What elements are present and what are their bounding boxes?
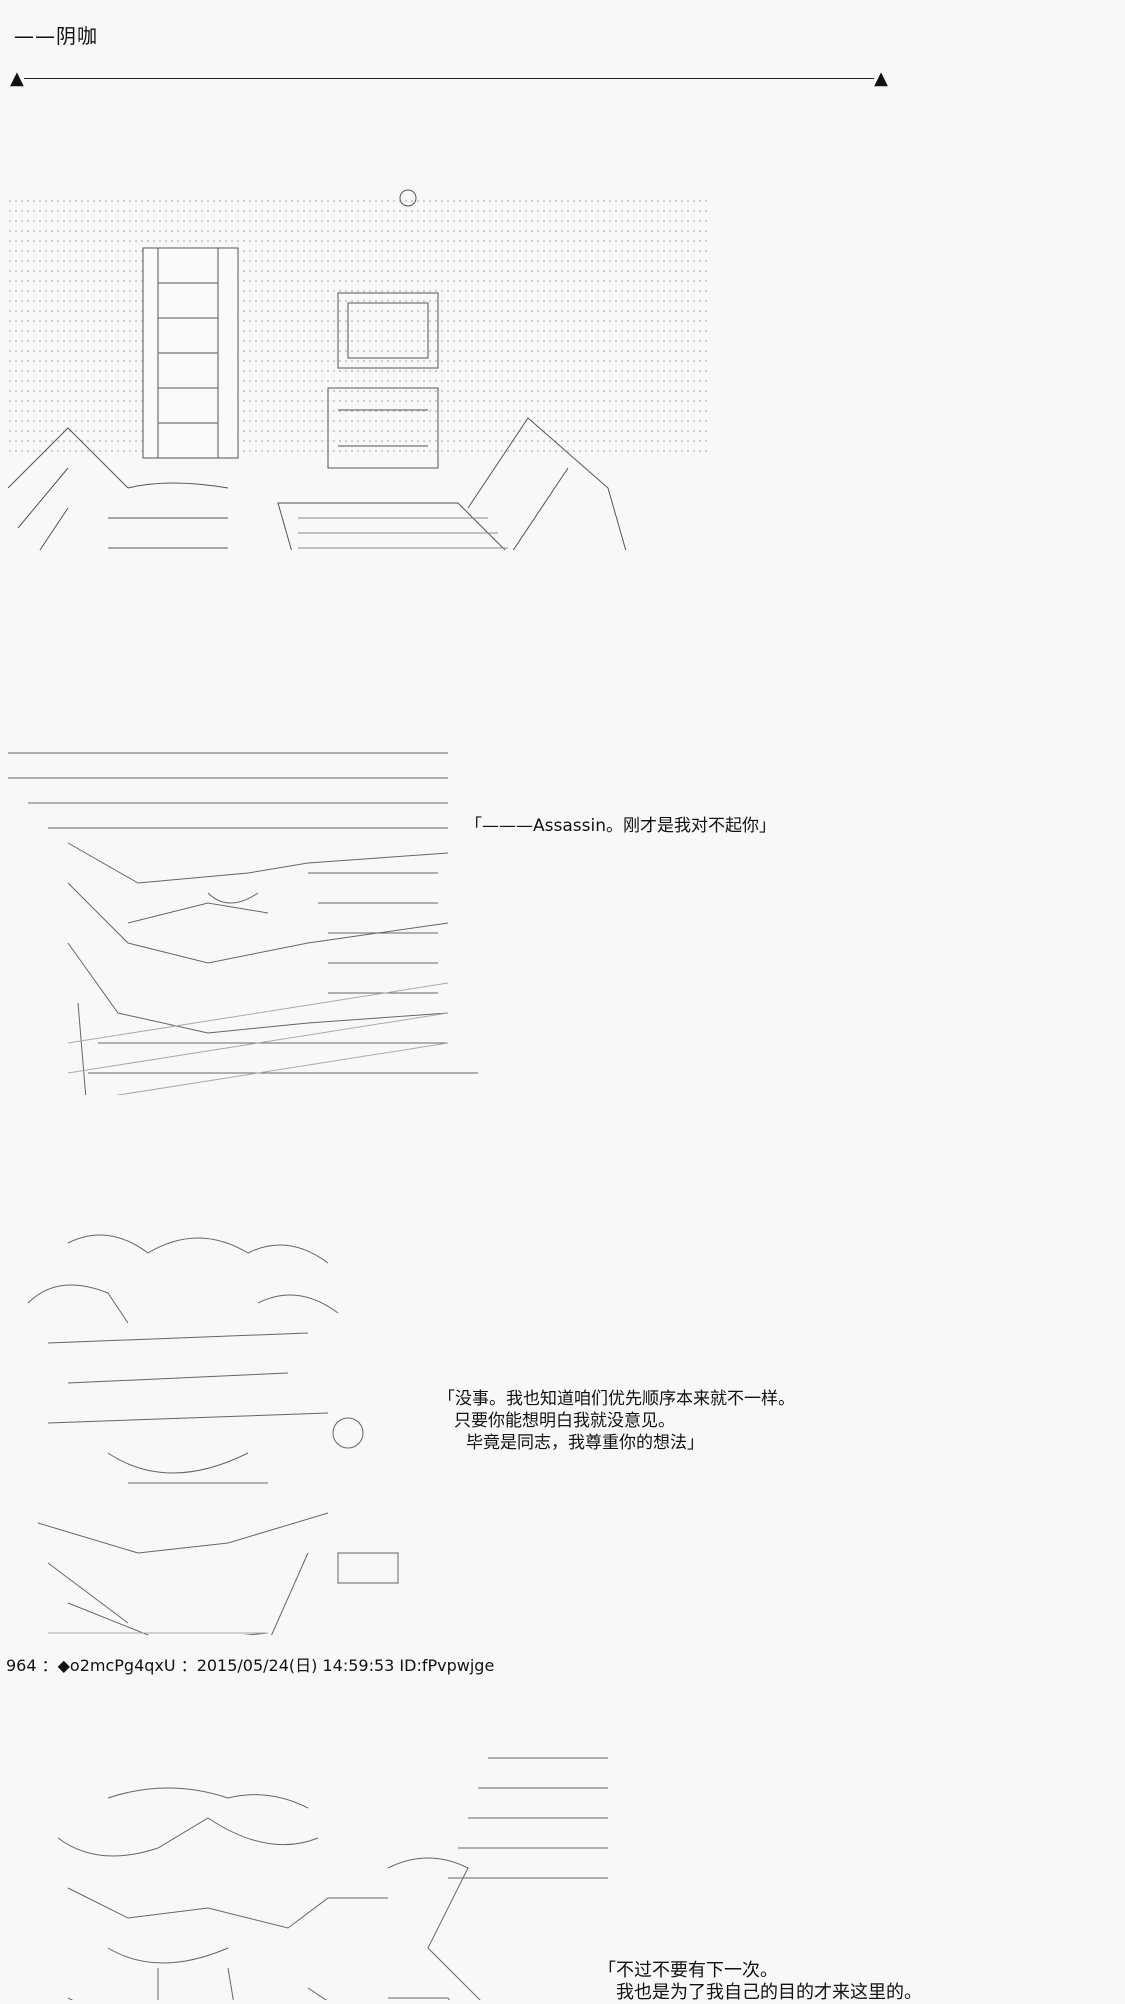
character-ascii-art-2 xyxy=(8,1185,438,1635)
triangle-left-icon: ▲ xyxy=(10,68,24,89)
page-heading: ——阴咖 xyxy=(14,24,98,48)
dialogue-line: 「———Assassin。刚才是我对不起你」 xyxy=(465,816,776,836)
divider-line xyxy=(24,78,874,79)
dialogue-2: 「没事。我也知道咱们优先顺序本来就不一样。 只要你能想明白我就没意见。 毕竟是同… xyxy=(438,1388,795,1454)
dialogue-line: 我也是为了我自己的目的才来这里的。 xyxy=(616,1982,922,2003)
dialogue-line: 只要你能想明白我就没意见。 xyxy=(454,1411,675,1431)
post-header: 964 ：◆o2mcPg4qxU ：2015/05/24(日) 14:59:53… xyxy=(6,1656,495,1675)
character-ascii-art-1 xyxy=(8,705,498,1095)
dialogue-1: 「———Assassin。刚才是我对不起你」 xyxy=(465,815,776,837)
room-ascii-art xyxy=(8,150,708,550)
dialogue-line: 「不过不要有下一次。 xyxy=(598,1960,778,1981)
dialogue-3: 「不过不要有下一次。 我也是为了我自己的目的才来这里的。 xyxy=(598,1960,922,2004)
character-ascii-art-3 xyxy=(8,1710,608,2000)
dialogue-line: 「没事。我也知道咱们优先顺序本来就不一样。 xyxy=(438,1389,795,1409)
dialogue-line: 毕竟是同志，我尊重你的想法」 xyxy=(466,1433,704,1453)
section-divider: ▲ ▲ xyxy=(10,70,888,88)
triangle-right-icon: ▲ xyxy=(874,68,888,89)
